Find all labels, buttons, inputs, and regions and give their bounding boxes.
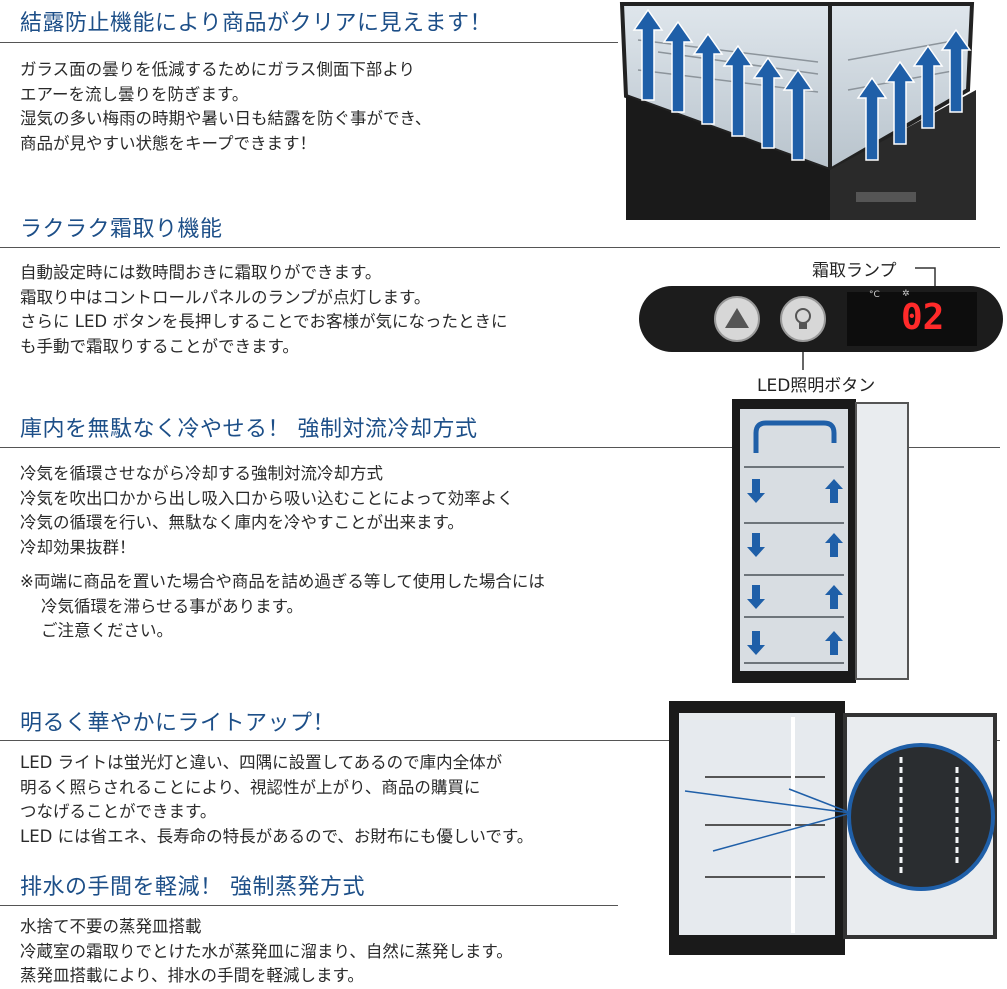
note-line: ※両端に商品を置いた場合や商品を詰め過ぎる等して使用した場合には	[20, 572, 545, 591]
text-line: 湿気の多い梅雨の時期や暑い日も結露を防ぐ事ができ、	[20, 109, 432, 128]
text-line: つなげることができます。	[20, 802, 217, 821]
text-line: 冷気を吹出口かから出し吸入口から吸い込むことによって効率よく	[20, 488, 514, 508]
defrost-text: 自動設定時には数時間おきに霜取りができます。 霜取り中はコントロールパネルのラン…	[20, 261, 508, 359]
defrost-lamp-label: 霜取ランプ	[812, 261, 897, 281]
text-line: エアーを流し曇りを防ぎます。	[20, 84, 249, 104]
heading-anti-condensation: 結露防止機能により商品がクリアに見えます！	[20, 11, 493, 36]
snowflake-icon: ✲	[902, 289, 910, 299]
text-line: 自動設定時には数時間おきに霜取りができます。	[20, 263, 382, 282]
heading-evaporation: 排水の手間を軽減！ 強制蒸発方式	[20, 875, 365, 900]
text-line: さらに LED ボタンを長押しすることでお客様が気になったときに	[20, 312, 508, 331]
heading-rule	[0, 447, 1000, 448]
text-line: 霜取り中はコントロールパネルのランプが点灯します。	[20, 287, 431, 307]
note-line: 冷気循環を滞らせる事があります。	[41, 596, 304, 616]
heading-rule	[0, 905, 618, 906]
text-line: 蒸発皿搭載により、排水の手間を軽減します。	[20, 966, 364, 985]
control-panel: °C ✲ 02	[637, 262, 1007, 377]
led-button-label: LED照明ボタン	[757, 376, 876, 396]
text-line: 冷蔵室の霜取りでとけた水が蒸発皿に溜まり、自然に蒸発します。	[20, 941, 513, 961]
anti-condensation-text: ガラス面の曇りを低減するためにガラス側面下部より エアーを流し曇りを防ぎます。 …	[20, 58, 431, 156]
text-line: 水捨て不要の蒸発皿搭載	[20, 917, 202, 936]
lighting-showcase-photo	[665, 697, 1007, 955]
note-line: ご注意ください。	[41, 621, 173, 640]
text-line: 商品が見やすい状態をキープできます！	[20, 133, 317, 153]
text-line: 冷気を循環させながら冷却する強制対流冷却方式	[20, 464, 383, 483]
text-line: LED ライトは蛍光灯と違い、四隅に設置してあるので庫内全体が	[20, 753, 503, 772]
forced-convection-note: ※両端に商品を置いた場合や商品を詰め過ぎる等して使用した場合には 冷気循環を滞ら…	[20, 570, 545, 644]
heading-rule	[0, 247, 1000, 248]
heading-rule	[0, 42, 618, 43]
heading-lighting: 明るく華やかにライトアップ！	[20, 711, 336, 736]
lighting-text: LED ライトは蛍光灯と違い、四隅に設置してあるので庫内全体が 明るく照らされる…	[20, 751, 533, 849]
text-line: ガラス面の曇りを低減するためにガラス側面下部より	[20, 60, 416, 79]
forced-convection-text: 冷気を循環させながら冷却する強制対流冷却方式 冷気を吹出口かから出し吸入口から吸…	[20, 462, 514, 560]
led-display: 02	[901, 297, 945, 338]
text-line: LED には省エネ、長寿命の特長があるので、お財布にも優しいです。	[20, 826, 534, 846]
convection-fridge-photo	[730, 395, 910, 685]
temp-unit-icon: °C	[869, 290, 880, 300]
text-line: 冷却効果抜群！	[20, 537, 136, 557]
text-line: 冷気の循環を行い、無駄なく庫内を冷やすことが出来ます。	[20, 513, 464, 532]
anti-condensation-photo	[618, 0, 976, 220]
evaporation-text: 水捨て不要の蒸発皿搭載 冷蔵室の霜取りでとけた水が蒸発皿に溜まり、自然に蒸発しま…	[20, 915, 513, 989]
heading-defrost: ラクラク霜取り機能	[20, 217, 223, 242]
text-line: も手動で霜取りすることができます。	[20, 336, 299, 356]
heading-rule	[0, 740, 1000, 741]
heading-forced-convection: 庫内を無駄なく冷やせる！ 強制対流冷却方式	[20, 417, 478, 442]
showcase-airflow-illustration	[618, 0, 976, 220]
text-line: 明るく照らされることにより、視認性が上がり、商品の購買に	[20, 777, 481, 797]
